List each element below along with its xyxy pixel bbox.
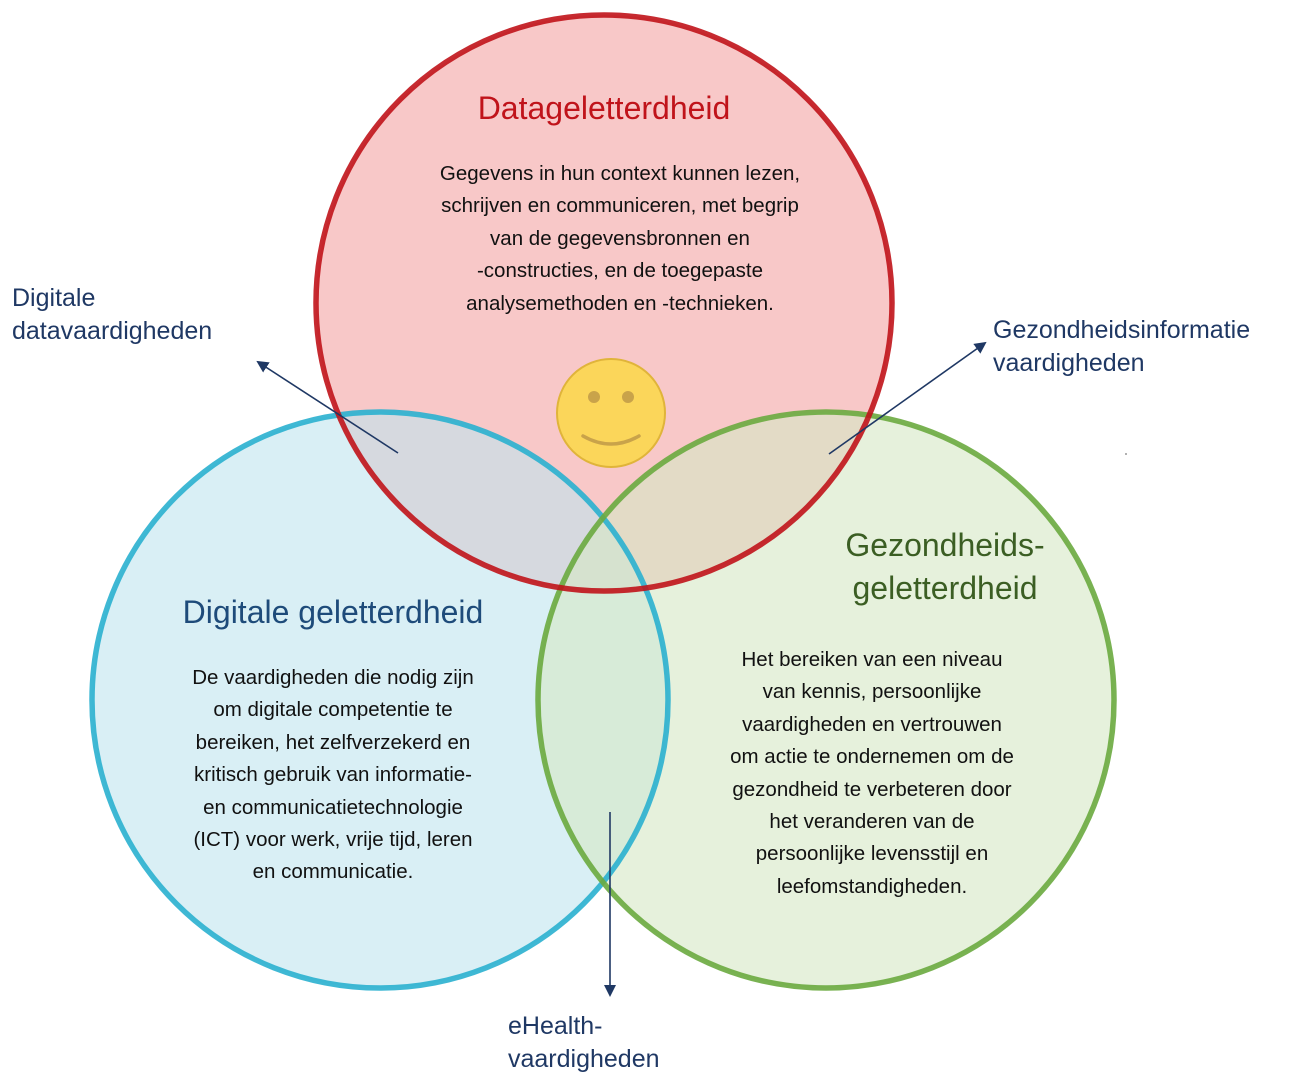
data-literacy-outline <box>313 12 895 594</box>
dot-mark <box>1125 453 1127 455</box>
gezondheidsinformatie-vaardigheden-label: Gezondheidsinformatie vaardigheden <box>993 316 1251 377</box>
digital-literacy-title: Digitale geletterdheid <box>182 594 484 630</box>
digital-data-vaardigheden-label: Digitale datavaardigheden <box>12 284 213 345</box>
digital-literacy-outline <box>89 409 671 991</box>
health-literacy-outline <box>535 409 1117 991</box>
digital-literacy-circle <box>92 412 668 988</box>
data-literacy-title: Datageletterdheid <box>477 90 731 126</box>
health-literacy-title: Gezondheids- geletterdheid <box>845 527 1045 607</box>
arrow-digital-data-vaardigheden <box>256 360 399 454</box>
arrow-gezondheidsinformatie-vaardigheden <box>828 341 987 455</box>
ehealth-vaardigheden-label: eHealth- vaardigheden <box>508 1012 660 1073</box>
health-literacy-circle <box>538 412 1114 988</box>
health-literacy-description: Het bereiken van een niveau van kennis, … <box>730 648 1014 898</box>
digital-literacy-description: De vaardigheden die nodig zijn om digita… <box>192 666 474 884</box>
smiley-face-icon <box>556 358 666 468</box>
data-literacy-description: Gegevens in hun context kunnen lezen, sc… <box>439 162 801 315</box>
